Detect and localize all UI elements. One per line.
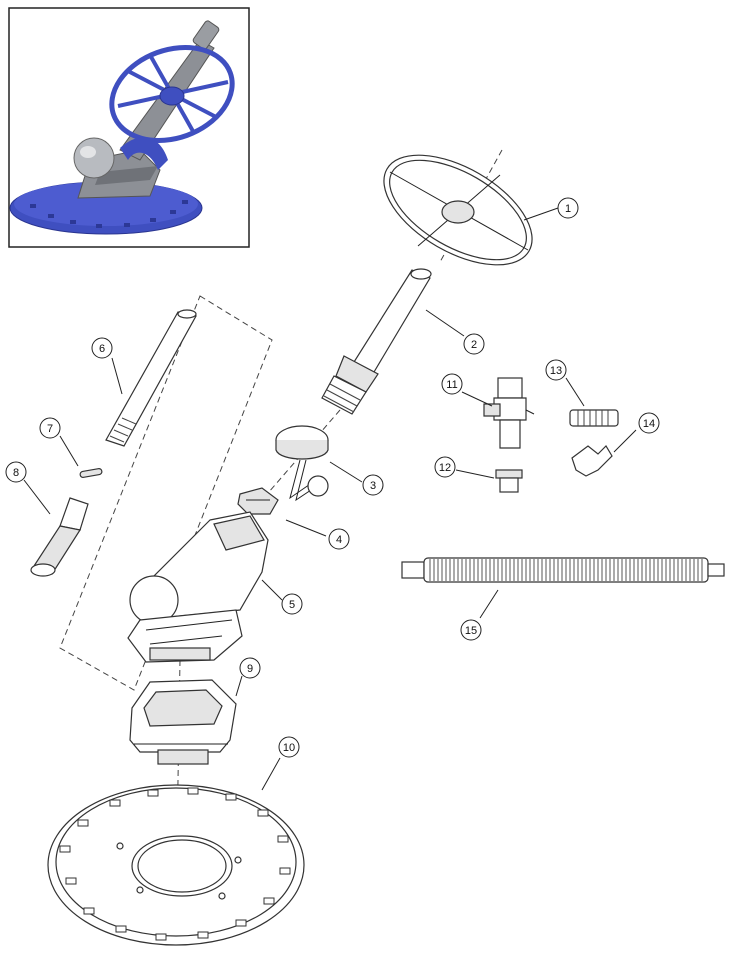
callout-number: 3 [370, 480, 376, 492]
connector-part [237, 487, 279, 515]
callout-number: 2 [471, 339, 477, 351]
callout-circle [362, 474, 384, 496]
callout-number: 15 [465, 625, 477, 637]
regulator-valve-part [483, 377, 535, 449]
callout-circle [5, 461, 27, 483]
callout-4: 4 [328, 528, 350, 550]
pin-part [79, 468, 103, 478]
callout-3: 3 [362, 474, 384, 496]
leader-lines [23, 207, 637, 791]
long-hose-part [401, 557, 725, 583]
nozzle-part [30, 497, 89, 577]
callout-circle [91, 337, 113, 359]
deflector-wheel-part [383, 154, 533, 266]
swivel-cap-part [275, 425, 329, 502]
callout-number: 8 [13, 467, 19, 479]
callout-14: 14 [638, 412, 660, 434]
callout-5: 5 [281, 593, 303, 615]
callout-number: 4 [336, 534, 342, 546]
elbow-part [571, 445, 613, 477]
callout-1: 1 [557, 197, 579, 219]
hose-tube-part [321, 268, 432, 415]
callout-circle [328, 528, 350, 550]
callout-circle [278, 736, 300, 758]
callout-number: 1 [565, 203, 571, 215]
callout-13: 13 [545, 359, 567, 381]
callout-6: 6 [91, 337, 113, 359]
callout-number: 10 [283, 742, 295, 754]
callout-number: 11 [446, 379, 457, 391]
callout-number: 9 [247, 663, 253, 675]
callout-circle [545, 359, 567, 381]
callout-15: 15 [460, 619, 482, 641]
callout-circle [463, 333, 485, 355]
callout-circle [39, 417, 61, 439]
short-hose-part [569, 409, 619, 427]
callout-12: 12 [434, 456, 456, 478]
foot-part [129, 679, 237, 765]
product-inset [8, 7, 250, 248]
extension-tube-part [105, 309, 197, 447]
callout-circle [638, 412, 660, 434]
callout-number: 5 [289, 599, 295, 611]
disc-part [47, 784, 305, 946]
callout-8: 8 [5, 461, 27, 483]
callout-circle [557, 197, 579, 219]
callout-circle [441, 373, 463, 395]
callout-7: 7 [39, 417, 61, 439]
callout-9: 9 [239, 657, 261, 679]
cuff-part [495, 469, 523, 493]
callout-number: 12 [439, 462, 451, 474]
callout-number: 13 [550, 365, 562, 377]
main-body-part [127, 511, 269, 663]
callout-number: 14 [643, 418, 655, 430]
callout-circle [434, 456, 456, 478]
callout-10: 10 [278, 736, 300, 758]
callout-11: 11 [441, 373, 463, 395]
callout-circle [281, 593, 303, 615]
callout-circle [239, 657, 261, 679]
callout-number: 6 [99, 343, 105, 355]
callout-number: 7 [47, 423, 53, 435]
callout-2: 2 [463, 333, 485, 355]
callout-circle [460, 619, 482, 641]
dashed-frame [59, 295, 273, 691]
